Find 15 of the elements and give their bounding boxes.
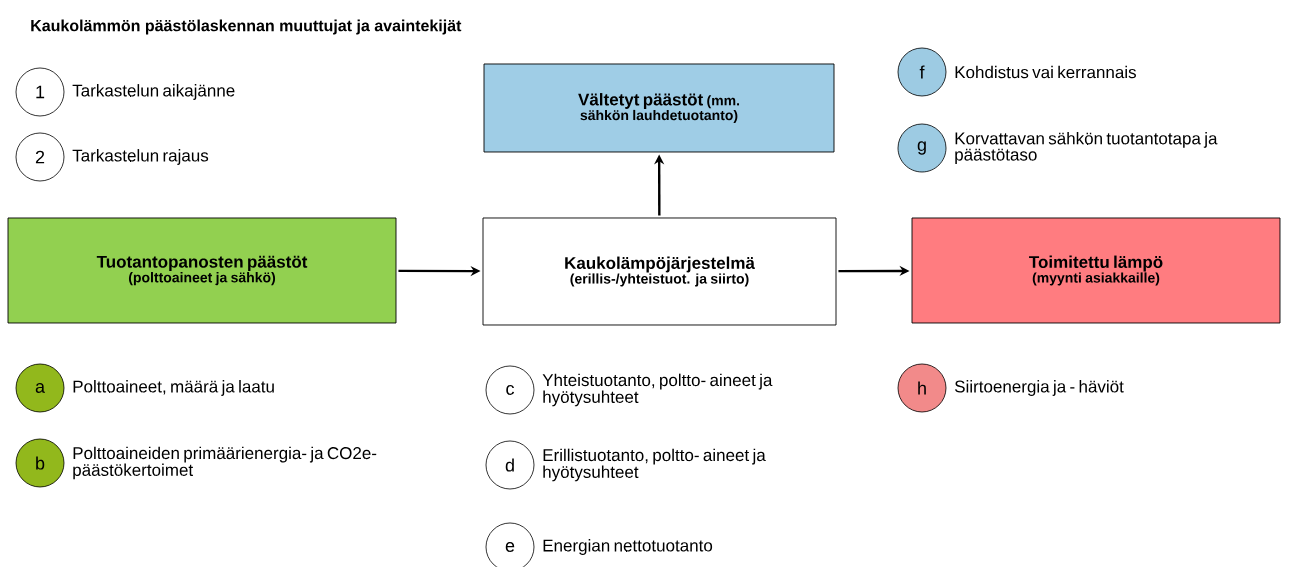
item-text: Polttoaineiden primäärienergia- ja CO2e-päästökertoimet	[73, 446, 377, 480]
item-text: Yhteistuotanto, poltto- aineet ja hyötysuhteet	[542, 373, 773, 407]
item-text: Tarkastelun aikajänne	[72, 84, 235, 100]
item-text: Siirtoenergia ja - häviöt	[954, 380, 1124, 396]
item-text: Erillistuotanto, poltto- aineet ja hyötysuhteet	[543, 448, 766, 482]
process-box: Vältetyt päästöt (mm. sähkön lauhdetuotanto)	[483, 63, 835, 153]
title: Kaukolämmön päästölaskennan muuttujat ja avaintekijät	[31, 19, 462, 35]
process-box: Toimitettu lämpö (myynti asiakkaille)	[911, 217, 1281, 324]
item-text: Korvattavan sähkön tuotantotapa ja päästötaso	[955, 132, 1218, 164]
item-text: Kohdistus vai kerrannais	[955, 65, 1136, 79]
item-text: Polttoaineet, määrä ja laatu	[73, 380, 274, 396]
process-box: Kaukolämpöjärjestelmä (erillis-/yhteistuot. ja siirto)	[482, 217, 837, 326]
process-box: Tuotantopanosten päästöt (polttoaineet ja sähkö)	[7, 217, 397, 324]
item-text: Tarkastelun rajaus	[72, 149, 209, 165]
item-text: Energian nettotuotanto	[543, 539, 713, 555]
